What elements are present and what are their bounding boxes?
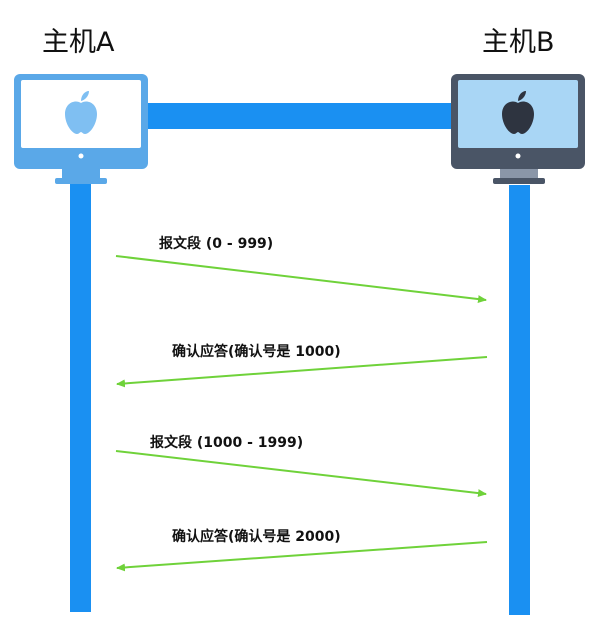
host-b-lifeline xyxy=(509,185,530,615)
host-b-monitor-icon xyxy=(451,74,585,184)
host-a-monitor-icon xyxy=(14,74,148,184)
message-arrow-3 xyxy=(115,450,487,498)
host-a-label: 主机A xyxy=(42,27,115,58)
host-b-label: 主机B xyxy=(482,27,555,58)
message-label-1: 报文段 (0 - 999) xyxy=(159,236,274,252)
network-link xyxy=(145,103,460,129)
message-label-2: 确认应答(确认号是 1000) xyxy=(172,344,341,360)
message-arrow-1 xyxy=(115,255,487,304)
message-arrow-2 xyxy=(116,356,488,388)
host-a-lifeline xyxy=(70,182,91,612)
message-arrow-4 xyxy=(116,541,488,572)
host-b-apple-logo-icon xyxy=(502,91,534,134)
message-label-3: 报文段 (1000 - 1999) xyxy=(150,435,304,451)
host-a-apple-logo-icon xyxy=(65,91,97,134)
message-label-4: 确认应答(确认号是 2000) xyxy=(172,529,341,545)
